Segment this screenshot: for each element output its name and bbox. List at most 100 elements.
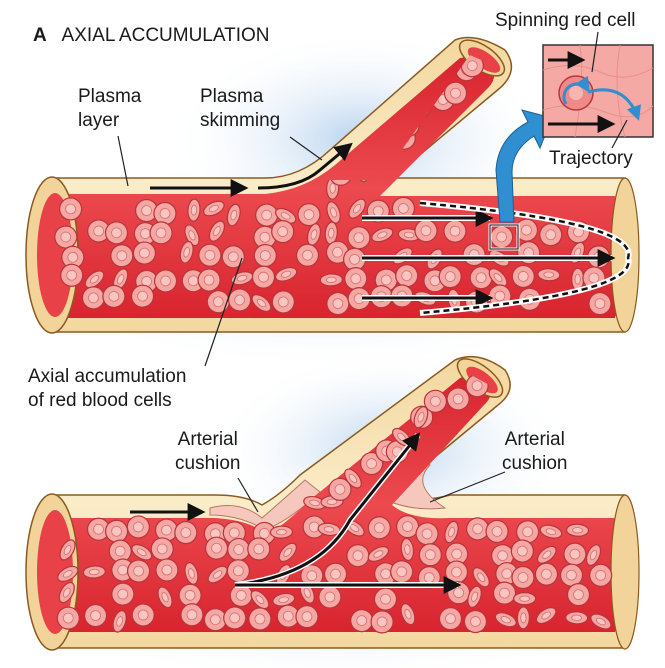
red-cell — [367, 546, 390, 563]
velocity-profile-dashed — [419, 201, 630, 315]
red-cell — [319, 273, 343, 287]
red-cell — [174, 521, 198, 545]
red-cell — [492, 581, 517, 605]
red-cell — [54, 225, 78, 249]
red-cell — [370, 610, 394, 634]
red-cell — [559, 563, 584, 587]
red-cell — [87, 219, 111, 243]
red-cell — [155, 558, 179, 582]
red-cell — [590, 613, 612, 630]
red-cell — [469, 266, 493, 290]
red-cell — [198, 243, 222, 267]
red-cell — [418, 543, 442, 567]
bottom-vessel-right-end — [610, 494, 640, 650]
red-cell — [344, 468, 362, 489]
label-axial-accumulation-line2: of red blood cells — [28, 390, 172, 411]
label-plasma-skimming-line2: skimming — [200, 110, 281, 131]
red-cell — [61, 245, 85, 269]
red-cell — [295, 243, 320, 267]
red-cell — [271, 220, 295, 244]
panel-letter: A — [33, 25, 47, 46]
red-cell — [86, 517, 111, 541]
top-branch-lumen — [467, 47, 501, 73]
red-cell — [126, 515, 150, 539]
red-cell — [250, 590, 270, 610]
red-cell — [514, 218, 539, 242]
red-cell — [153, 201, 177, 226]
label-plasma-skimming: Plasma skimming — [200, 85, 280, 133]
red-cell — [255, 203, 279, 227]
label-arterial-cushion-right-line2: cushion — [502, 453, 568, 474]
red-cell — [229, 583, 253, 607]
top-vessel-lumen — [37, 193, 73, 317]
red-cell — [566, 583, 591, 607]
red-cell — [344, 267, 368, 291]
spinning-cell-inset — [542, 44, 654, 138]
label-plasma-layer: Plasma layer — [78, 85, 141, 133]
red-cell — [494, 612, 517, 628]
red-cell — [348, 198, 366, 219]
red-cell — [206, 290, 230, 314]
red-cell — [513, 592, 537, 606]
red-cell — [131, 544, 153, 561]
red-cell — [251, 265, 276, 289]
leader-axial-accumulation — [204, 257, 243, 367]
red-cell — [460, 55, 484, 78]
red-cell — [539, 524, 563, 539]
red-cell — [247, 537, 271, 561]
plasma-skimming-arrow — [257, 142, 353, 190]
red-cell — [413, 406, 429, 429]
spin-arrow — [562, 75, 590, 105]
red-cell — [320, 495, 344, 509]
bottom-branch-lumen — [466, 366, 498, 394]
red-cell — [203, 200, 225, 217]
panel-title: AXIAL ACCUMULATION — [61, 25, 270, 46]
red-cell — [102, 284, 126, 308]
red-cell — [302, 515, 326, 539]
red-cell — [346, 544, 370, 568]
red-cell — [203, 608, 228, 632]
red-cell — [472, 567, 490, 588]
leader-spinning-cell — [591, 31, 599, 73]
trajectory-arrow — [587, 88, 641, 121]
label-plasma-layer-line1: Plasma — [78, 86, 142, 107]
red-cell — [565, 611, 589, 625]
leader-plasma-layer — [117, 135, 129, 187]
red-cell — [318, 585, 342, 609]
branch-flow-arrow — [234, 432, 421, 587]
red-cell — [83, 603, 108, 628]
red-cell — [400, 537, 415, 562]
bottom-leader-lines — [237, 471, 506, 513]
red-cell — [414, 219, 438, 243]
red-cell — [59, 539, 76, 561]
red-cell — [223, 606, 247, 630]
red-cell — [226, 559, 250, 583]
red-cell — [371, 227, 394, 243]
red-cell — [221, 245, 245, 269]
red-cell — [272, 592, 296, 607]
red-cell — [588, 291, 612, 316]
red-cell — [463, 609, 488, 634]
red-cell — [84, 270, 105, 289]
label-arterial-cushion-left-line1: Arterial — [177, 429, 238, 450]
red-cell — [208, 220, 225, 242]
red-cell — [157, 586, 173, 609]
red-cell — [326, 291, 350, 316]
red-cell — [248, 607, 272, 631]
red-cell — [251, 294, 272, 313]
red-cell — [58, 581, 75, 604]
red-cell — [150, 537, 174, 561]
red-cell — [443, 81, 468, 105]
red-cell — [59, 197, 83, 221]
red-cell — [207, 565, 228, 584]
red-cell — [180, 603, 204, 627]
red-cell — [104, 221, 129, 245]
red-cell — [347, 287, 371, 311]
red-cell — [295, 605, 319, 629]
red-cell — [565, 523, 590, 537]
red-cell — [563, 542, 587, 566]
red-cell — [269, 525, 294, 539]
red-cell — [395, 514, 420, 539]
red-cell — [326, 201, 341, 224]
red-cell — [347, 226, 371, 250]
